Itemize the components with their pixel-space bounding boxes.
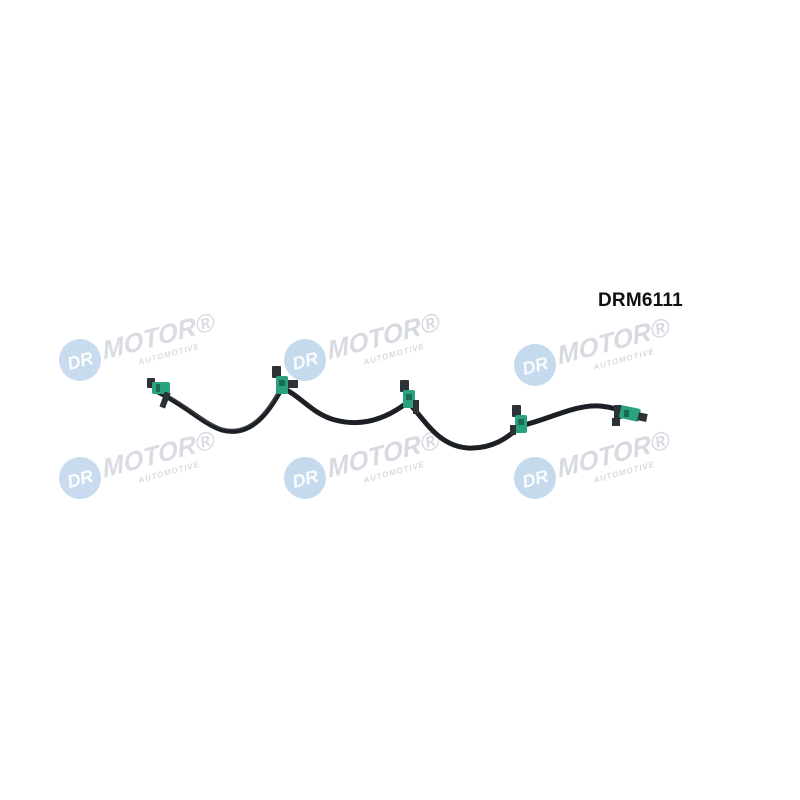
watermark-logo-partial bbox=[54, 302, 224, 505]
hose-connector-icon bbox=[272, 366, 298, 394]
hose-connector-icon bbox=[147, 378, 171, 409]
part-number-label: DRM6111 bbox=[598, 290, 683, 311]
hose-connector-icon bbox=[612, 405, 648, 426]
fuel-leak-off-hose-icon bbox=[147, 366, 648, 451]
hose-connector-icon bbox=[400, 380, 419, 414]
hose-connector-icon bbox=[510, 405, 527, 435]
watermark-logo bbox=[279, 302, 679, 505]
